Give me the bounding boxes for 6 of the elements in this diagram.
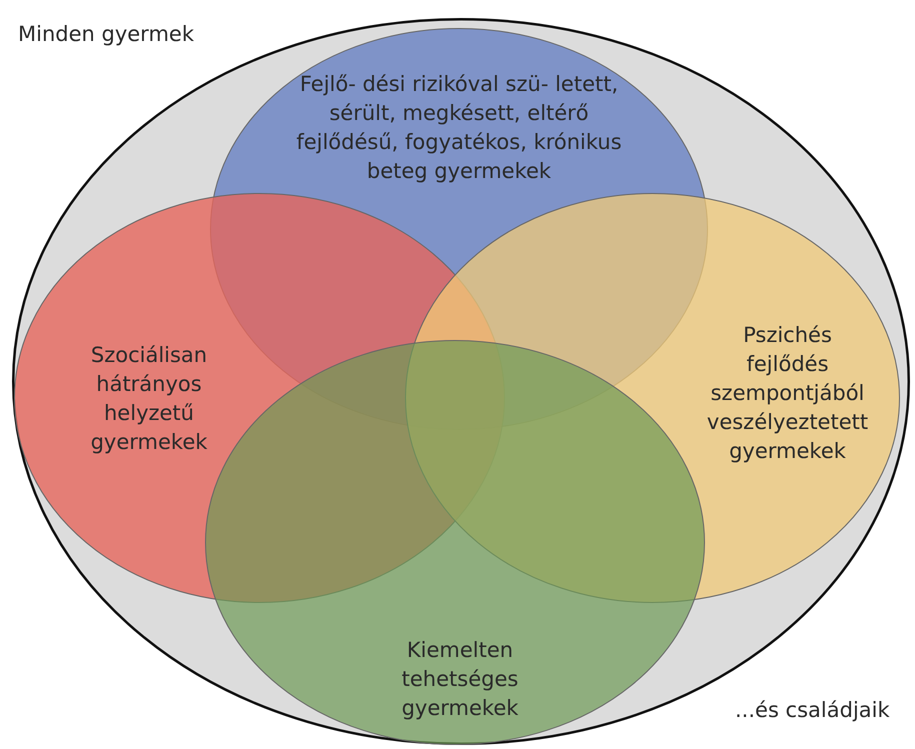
set-label: Fejlő- dési rizikóval szü- letett, sérült, megkésett, eltérő fejlődésű, fogyatékos, krónikus beteg gyermekek xyxy=(295,71,623,185)
set-heading: Minden gyermek xyxy=(18,21,195,48)
set-label: Pszichés fejlődés szempontjából veszélyeztetett gyermekek xyxy=(706,322,870,465)
note-text: ...és családjaik xyxy=(735,698,890,722)
set-label: Szociálisan hátrányos helyzetű gyermekek xyxy=(90,342,208,456)
set-label: Kiemelten tehetséges gyermekek xyxy=(400,637,520,722)
